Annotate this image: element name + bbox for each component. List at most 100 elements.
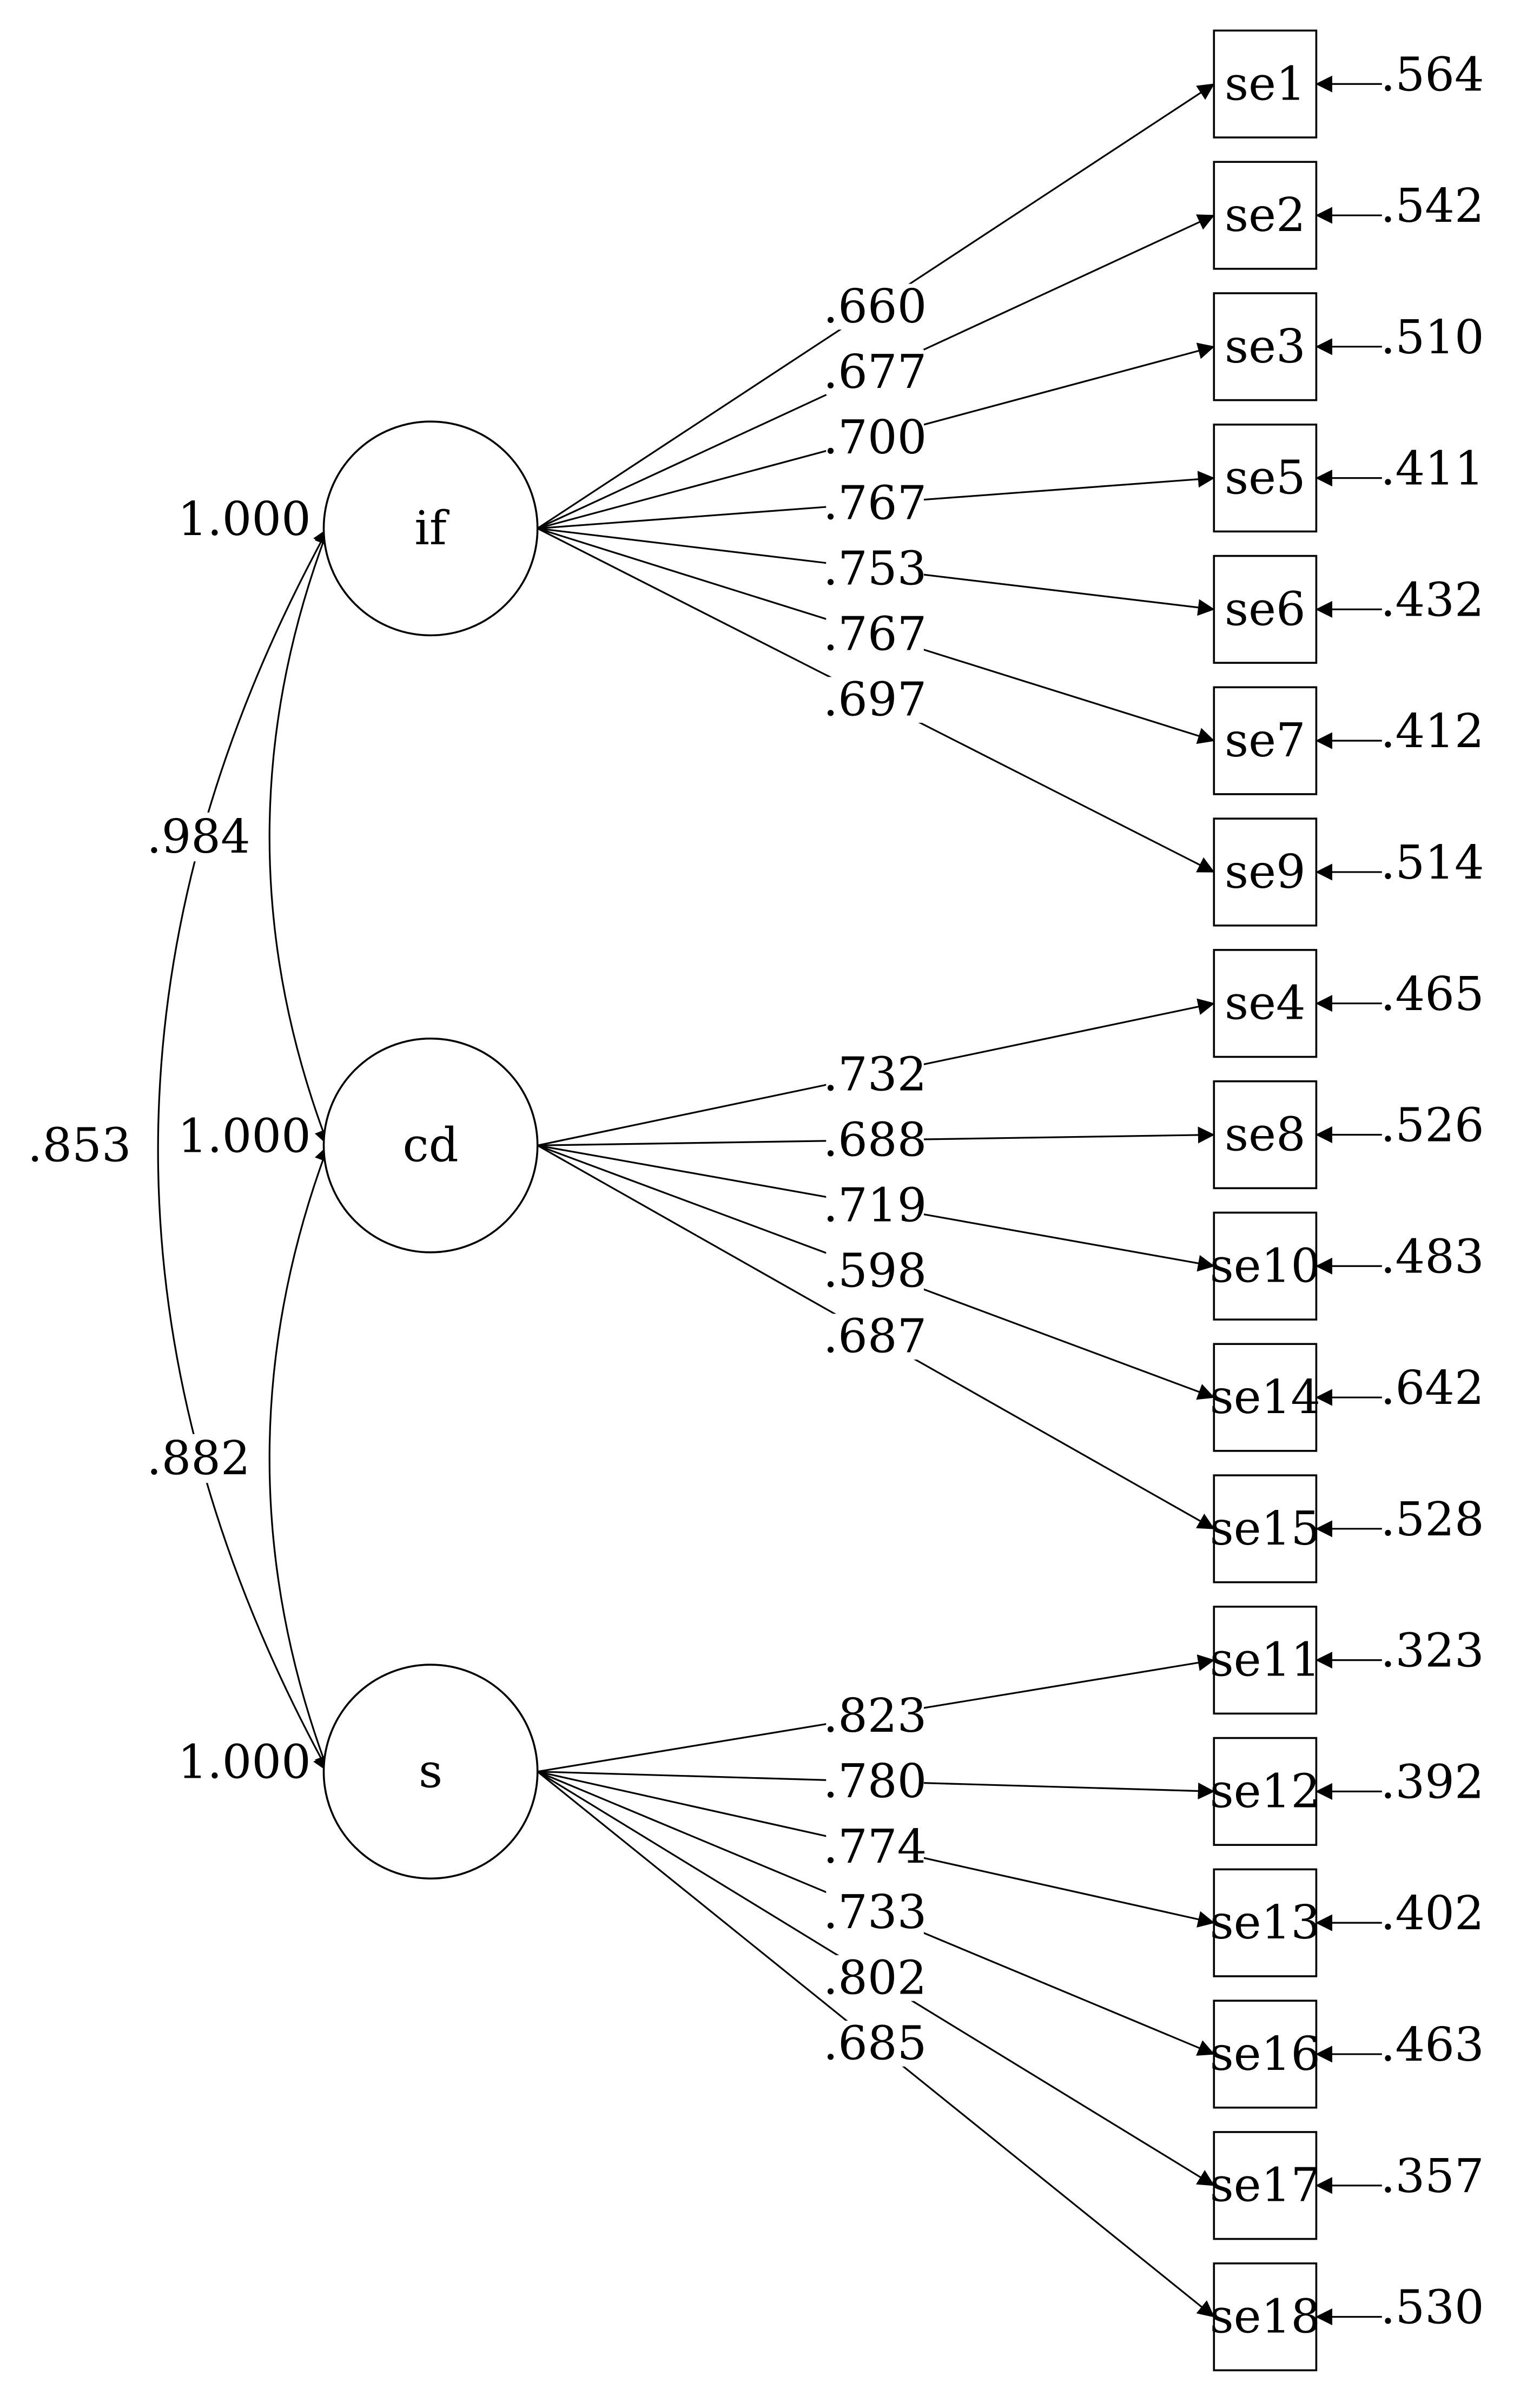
- label-layer: if 1.000 se1 .660 .564 se2 .677 .542 se3 .700 .510…: [28, 48, 1484, 2344]
- loading-label-bg: [826, 1693, 924, 1739]
- indicator-box: [1213, 817, 1318, 927]
- loading-label: .719: [823, 1179, 927, 1233]
- loading-label-bg: [826, 480, 924, 526]
- variance-label: 1.000: [178, 1109, 311, 1163]
- indicator-box: [1213, 1474, 1318, 1584]
- error-label: .542: [1380, 179, 1484, 233]
- factor-label: s: [419, 1745, 442, 1799]
- indicator-box: [1213, 161, 1318, 270]
- error-label: .528: [1380, 1493, 1484, 1547]
- indicator-box: [1213, 2000, 1318, 2109]
- loading-label-bg: [826, 1758, 924, 1805]
- loading-label: .697: [823, 673, 927, 727]
- loading-label: .780: [823, 1754, 927, 1809]
- factor-if: [322, 420, 539, 637]
- factor-cd: [322, 1037, 539, 1254]
- indicator-label: se15: [1210, 1502, 1320, 1556]
- error-label: .642: [1380, 1361, 1484, 1415]
- loading-label: .767: [823, 476, 927, 530]
- correlation-arc: [268, 1144, 331, 1773]
- loading-label-bg: [826, 1183, 924, 1229]
- indicator-box: [1213, 1211, 1318, 1321]
- correlation-label: .882: [147, 1431, 250, 1486]
- error-label: .564: [1380, 48, 1484, 102]
- indicator-label: se12: [1210, 1764, 1320, 1818]
- correlation-label: .853: [28, 1118, 131, 1172]
- indicator-box: [1213, 1343, 1318, 1452]
- variance-label: 1.000: [178, 1736, 311, 1790]
- indicator-box: [1213, 1868, 1318, 1977]
- indicator-label: se1: [1225, 57, 1306, 111]
- loading-label: .687: [823, 1310, 927, 1364]
- loading-layer: [537, 75, 1382, 2326]
- correlation-label: .984: [147, 810, 250, 864]
- error-label: .465: [1380, 967, 1484, 1021]
- loading-label: .753: [823, 542, 927, 596]
- error-label: .412: [1380, 704, 1484, 758]
- indicator-box: [1213, 2262, 1318, 2372]
- indicator-label: se13: [1210, 1896, 1320, 1950]
- indicator-label: se3: [1225, 320, 1306, 374]
- factor-label: cd: [402, 1118, 458, 1172]
- error-label: .483: [1380, 1230, 1484, 1284]
- indicator-label: se8: [1225, 1107, 1306, 1162]
- correlation-label-bg: [149, 812, 248, 862]
- loading-label-bg: [826, 1051, 924, 1098]
- loading-label-bg: [826, 1889, 924, 1936]
- indicator-label: se18: [1210, 2290, 1320, 2344]
- error-label: .514: [1380, 836, 1484, 890]
- loading-label-bg: [826, 414, 924, 461]
- indicator-label: se11: [1210, 1633, 1320, 1687]
- loading-label: .733: [823, 1885, 927, 1939]
- indicator-label: se14: [1210, 1370, 1320, 1424]
- loading-label: .685: [823, 2016, 927, 2070]
- loading-label: .598: [823, 1244, 927, 1298]
- indicator-label: se2: [1225, 188, 1306, 242]
- factor-s: [322, 1664, 539, 1880]
- indicator-box: [1213, 2131, 1318, 2240]
- loading-label: .823: [823, 1689, 927, 1743]
- indicator-box: [1213, 555, 1318, 664]
- indicator-label: se6: [1225, 582, 1306, 636]
- loading-label: .688: [823, 1113, 927, 1167]
- correlation-arc: [157, 527, 329, 1773]
- correlation-label-bg: [149, 1434, 248, 1483]
- loading-label-bg: [826, 1824, 924, 1870]
- loading-label-bg: [826, 1314, 924, 1360]
- error-label: .463: [1380, 2018, 1484, 2072]
- indicator-label: se17: [1210, 2159, 1320, 2213]
- indicator-box: [1213, 686, 1318, 795]
- loading-label: .802: [823, 1951, 927, 2005]
- error-label: .357: [1380, 2149, 1484, 2204]
- indicator-box: [1213, 1737, 1318, 1846]
- variance-label: 1.000: [178, 492, 311, 546]
- indicator-box: [1213, 423, 1318, 533]
- loading-label: .677: [823, 345, 927, 399]
- correlation-label-bg: [30, 1121, 129, 1170]
- loading-label: .660: [823, 280, 927, 334]
- loading-label: .774: [823, 1820, 927, 1874]
- indicator-box: [1213, 292, 1318, 401]
- error-label: .432: [1380, 573, 1484, 627]
- correlation-arc: [268, 527, 330, 1146]
- loading-label-bg: [826, 677, 924, 723]
- loading-label-bg: [826, 611, 924, 657]
- error-label: .530: [1380, 2281, 1484, 2335]
- loading-label-bg: [826, 283, 924, 330]
- indicator-box: [1213, 1605, 1318, 1715]
- loading-label-bg: [826, 1955, 924, 2001]
- loading-label: .700: [823, 411, 927, 465]
- error-label: .411: [1380, 442, 1484, 496]
- loading-label-bg: [826, 349, 924, 395]
- indicator-label: se9: [1225, 845, 1306, 899]
- error-label: .510: [1380, 311, 1484, 365]
- loading-label-bg: [826, 1117, 924, 1163]
- loading-label: .732: [823, 1047, 927, 1101]
- factor-label: if: [414, 502, 449, 556]
- node-layer: [322, 29, 1318, 2372]
- indicator-label: se16: [1210, 2027, 1320, 2081]
- error-label: .402: [1380, 1886, 1484, 1941]
- indicator-box: [1213, 29, 1318, 138]
- loading-label-bg: [826, 2021, 924, 2067]
